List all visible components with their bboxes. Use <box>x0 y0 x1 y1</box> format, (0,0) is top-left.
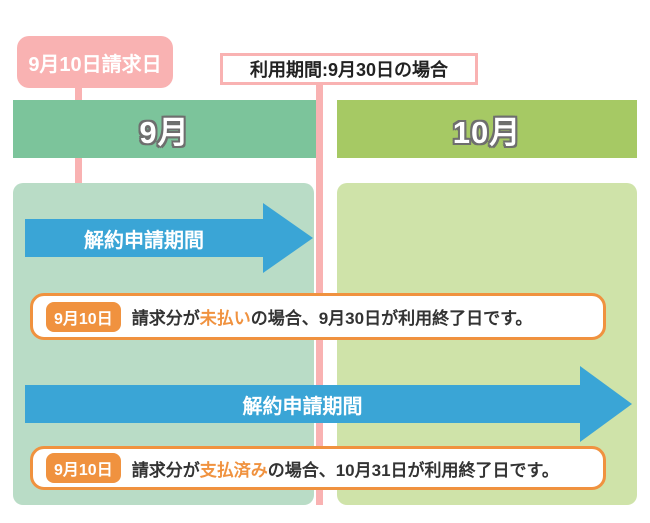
date-badge: 9月10日 <box>46 453 121 483</box>
usage-period-box: 利用期間:9月30日の場合 <box>220 53 478 85</box>
callout-text-prefix: 請求分が <box>131 309 200 328</box>
callout-text: 請求分が支払済みの場合、10月31日が利用終了日です。 <box>132 456 559 481</box>
callout-text-highlight: 未払い <box>199 309 251 328</box>
callout-unpaid: 9月10日 請求分が未払いの場合、9月30日が利用終了日です。 <box>30 293 606 340</box>
usage-period-label: 利用期間:9月30日の場合 <box>249 60 449 80</box>
callout-text-suffix: の場合、9月30日が利用終了日です。 <box>250 309 533 328</box>
callout-text: 請求分が未払いの場合、9月30日が利用終了日です。 <box>132 304 533 329</box>
arrow-label: 解約申請期間 <box>84 229 204 252</box>
arrow-head-icon <box>580 366 632 442</box>
callout-text-prefix: 請求分が <box>131 460 200 480</box>
callout-paid: 9月10日 請求分が支払済みの場合、10月31日が利用終了日です。 <box>30 446 606 490</box>
cancellation-request-arrow-paid: 解約申請期間 <box>25 366 632 442</box>
arrow-head-icon <box>263 203 313 273</box>
billing-date-badge-label: 9月10日請求日 <box>28 53 162 76</box>
arrow-body: 解約申請期間 <box>25 385 580 423</box>
month-header-september: 9月 <box>13 100 316 158</box>
callout-text-suffix: の場合、10月31日が利用終了日です。 <box>267 460 559 480</box>
cancellation-request-arrow-unpaid: 解約申請期間 <box>25 203 313 273</box>
billing-date-badge: 9月10日請求日 <box>17 36 173 88</box>
month-label-september: 9月 <box>139 114 190 150</box>
callout-text-highlight: 支払済み <box>199 460 268 480</box>
date-badge: 9月10日 <box>46 301 121 332</box>
month-label-october: 10月 <box>452 114 522 150</box>
arrow-body: 解約申請期間 <box>25 219 263 257</box>
month-header-october: 10月 <box>337 100 637 158</box>
arrow-label: 解約申請期間 <box>242 395 363 418</box>
